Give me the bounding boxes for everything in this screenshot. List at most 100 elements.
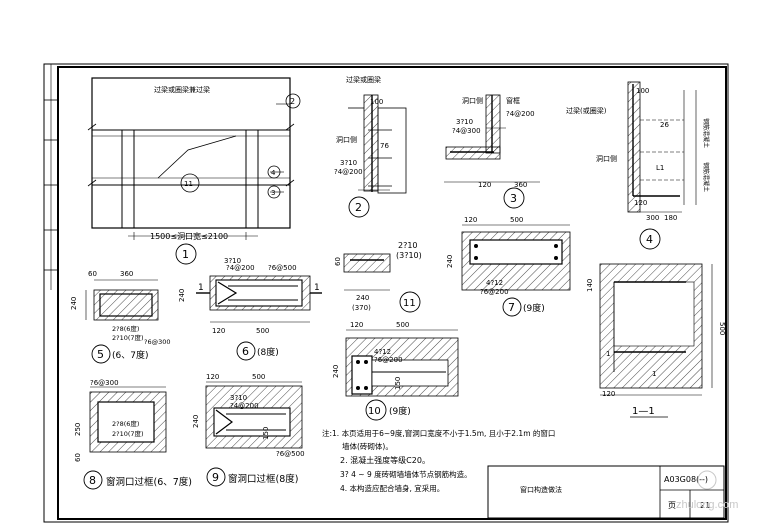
callout-2: 2: [290, 97, 295, 106]
detail-8-number: 8: [89, 474, 96, 487]
d3-3710: 3?10: [456, 118, 473, 126]
d3-spacing-b: ?4@300: [452, 127, 481, 135]
d11-370: (370): [352, 304, 371, 312]
detail-4-number: 4: [646, 233, 653, 246]
title-block: 窗口构造做法 A03G08(--) 页 21: [487, 465, 725, 519]
d9-spacing-2: ?6@500: [276, 450, 305, 458]
detail-6-number: 6: [242, 345, 249, 358]
detail-3: 洞口侧 窗框 ?4@200 3?10 ?4@300 120 360 3: [444, 94, 540, 209]
d11-2710: 2?10: [398, 241, 418, 250]
d7-240: 240: [446, 255, 454, 268]
d6-120: 120: [212, 327, 225, 335]
d10-500: 500: [396, 321, 409, 329]
d5-2f6: 2?8(6度): [112, 324, 139, 333]
d4-26: 26: [660, 121, 669, 129]
note-4: 4. 本构造应配合墙身, 宜采用。: [340, 483, 444, 493]
detail-8: ?6@300 2?8(6度) 2?10(7度) 250 60 8 窗洞口过框(6…: [74, 379, 192, 490]
detail-1-number: 1: [182, 248, 189, 261]
detail-11: 2?10 (3?10) 60 240 (370) 11: [334, 241, 422, 313]
d4-300: 300: [646, 214, 659, 222]
d9-500: 500: [252, 373, 265, 381]
d2-76: 76: [380, 142, 389, 150]
d10-spacing: ?6@200: [374, 356, 403, 364]
detail-2: 过梁或圈梁 100 洞口侧 76 3?10 ?4@200 2: [334, 75, 407, 218]
d9-3710: 3?10: [230, 394, 247, 402]
d6-spacing-1: ?4@200: [226, 264, 255, 272]
detail-3-number: 3: [510, 192, 517, 205]
d8-spacing: ?6@300: [90, 379, 119, 387]
d5-60: 60: [88, 270, 97, 278]
d7-500: 500: [510, 216, 523, 224]
d8-2f7: 2?10(7度): [112, 429, 144, 438]
page-label: 页: [668, 501, 676, 510]
callout-4: 4: [271, 169, 276, 177]
d3-wall: 窗框: [506, 96, 520, 105]
d9-spacing-1: ?4@200: [230, 402, 259, 410]
watermark: zhulong.com: [676, 470, 738, 511]
d4-side-a: 钢筋混凝土: [702, 118, 710, 148]
drawing-code: A03G08(--): [664, 475, 708, 484]
s11-mark-left: 1: [606, 350, 610, 358]
d3-120: 120: [478, 181, 491, 189]
d3-360: 360: [514, 181, 527, 189]
s11-caption: 1—1: [632, 406, 655, 417]
d4-L1: L1: [656, 164, 664, 172]
d8-2f6: 2?8(6度): [112, 419, 139, 428]
d5-spacing: ?6@300: [144, 338, 171, 346]
d11-240: 240: [356, 294, 369, 302]
notes: 注:1. 本页适用于6~9度,窗洞口宽度不小于1.5m, 且小于2.1m 的窗口…: [322, 428, 555, 493]
detail-5-number: 5: [97, 348, 104, 361]
d5-caption: (6、7度): [112, 349, 148, 361]
detail-7-number: 7: [508, 301, 515, 314]
detail-11-number: 11: [403, 298, 416, 309]
note-1: 注:1. 本页适用于6~9度,窗洞口宽度不小于1.5m, 且小于2.1m 的窗口: [322, 428, 555, 438]
s11-120: 120: [602, 390, 615, 398]
d10-240: 240: [332, 365, 340, 378]
d4-opening: 洞口侧: [596, 154, 617, 163]
d9-120: 120: [206, 373, 219, 381]
d11-60: 60: [334, 257, 342, 266]
sheet-border: [43, 63, 729, 523]
callout-11: 11: [184, 180, 193, 188]
d2-100: 100: [370, 98, 383, 106]
d7-caption: (9度): [523, 302, 545, 314]
d2-opening: 洞口侧: [336, 135, 357, 144]
detail-9: 120 500 3?10 ?4@200 240 150 ?6@500 9 窗洞口…: [192, 373, 305, 487]
d6-240: 240: [178, 289, 186, 302]
d7-spacing: ?6@200: [480, 288, 509, 296]
s11-140: 140: [586, 279, 594, 292]
d2-title: 过梁或圈梁: [346, 75, 381, 84]
s11-500: 500: [718, 322, 726, 335]
d2-3710: 3?10: [340, 159, 357, 167]
d8-250: 250: [74, 423, 82, 436]
d9-150: 150: [262, 427, 270, 440]
detail-10-number: 10: [368, 406, 381, 417]
d3-spacing-a: ?4@200: [506, 110, 535, 118]
d10-4712: 4?12: [374, 348, 391, 356]
d5-360: 360: [120, 270, 133, 278]
d8-caption: 窗洞口过框(6、7度): [106, 476, 192, 488]
d4-beam: 过梁(或圈梁): [566, 106, 607, 115]
d6-3710: 3?10: [224, 257, 241, 265]
d7-120: 120: [464, 216, 477, 224]
s11-mark-right: 1: [652, 370, 656, 378]
note-2: 2. 混凝土强度等级C20。: [340, 455, 430, 465]
note-1b: 墙体(砖砌体)。: [342, 441, 393, 451]
d9-caption: 窗洞口过框(8度): [228, 473, 298, 485]
d3-opening: 洞口侧: [462, 96, 483, 105]
section-1-1: 140 500 120 1 1 1—1: [586, 263, 726, 418]
d6-section-mark-left: 1: [198, 283, 204, 293]
watermark-text: zhulong.com: [676, 499, 738, 511]
detail-10: 120 500 4?12 ?6@200 240 150 10 (9度): [332, 321, 459, 421]
d4-100: 100: [636, 87, 649, 95]
detail-6: 3?10 ?4@200 ?6@500 240 1 1 120 500 6 (8度…: [178, 257, 322, 361]
d2-spacing: ?4@200: [334, 168, 363, 176]
d8-60: 60: [74, 453, 82, 462]
d5-240: 240: [70, 297, 78, 310]
detail-2-number: 2: [355, 201, 362, 214]
d10-120: 120: [350, 321, 363, 329]
d6-500: 500: [256, 327, 269, 335]
d10-150: 150: [394, 377, 402, 390]
d7-4712: 4?12: [486, 279, 503, 287]
